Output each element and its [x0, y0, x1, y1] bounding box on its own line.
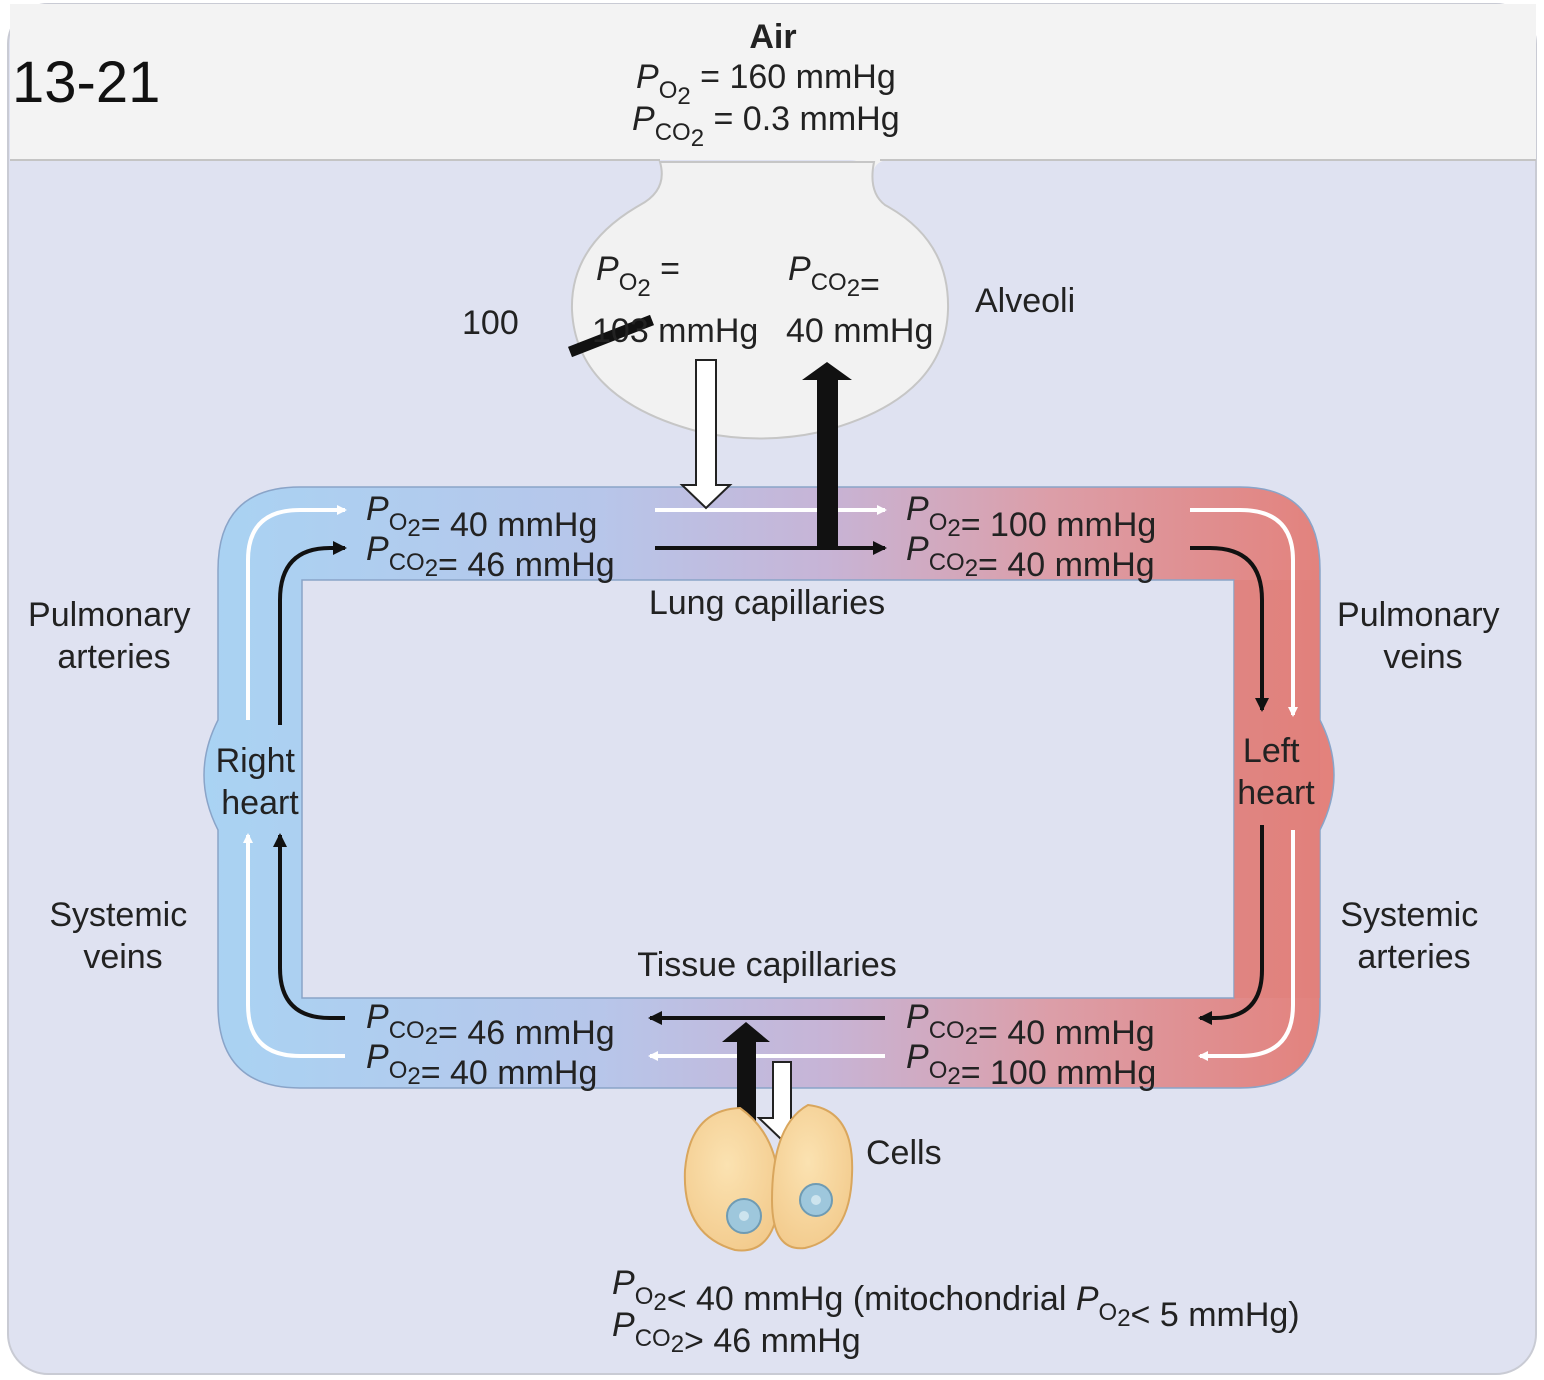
cells-illustration [683, 1103, 854, 1252]
black-flow-top-left [278, 541, 347, 725]
black-flow-top-right [1190, 546, 1269, 712]
pulmonary-arteries-label: Pulmonary arteries [28, 596, 200, 676]
lung-venous-po2: PO2= 40 mmHg [366, 490, 597, 544]
cells-po2: PO2< 40 mmHg (mitochondrial PO2< 5 mmHg) [612, 1264, 1300, 1334]
pulmonary-veins-label: Pulmonary veins [1337, 596, 1509, 676]
alveolar-diffusion-arrows [679, 359, 852, 548]
tissue-venous-pco2: PCO2= 46 mmHg [366, 998, 615, 1052]
white-flow-top-left [246, 505, 347, 720]
black-flow-bottom-right [1198, 825, 1264, 1025]
tissue-arterial-po2: PO2= 100 mmHg [906, 1038, 1156, 1092]
tissue-venous-po2: PO2= 40 mmHg [366, 1038, 597, 1092]
right-heart-label: Right heart [216, 742, 305, 822]
co2-into-blood-arrow [722, 1022, 770, 1140]
white-flow-bottom-left [243, 833, 345, 1058]
tissue-arterial-pco2: PCO2= 40 mmHg [906, 998, 1155, 1052]
correction-strike [568, 314, 654, 358]
lung-venous-pco2: PCO2= 46 mmHg [366, 530, 615, 584]
left-heart-label: Left heart [1237, 732, 1315, 812]
alveolar-po2-value: 103 mmHg [592, 312, 758, 350]
alveolus [570, 161, 950, 440]
air-pco2: PCO2 = 0.3 mmHg [632, 100, 900, 152]
alveolar-pco2-value: 40 mmHg [786, 312, 933, 350]
co2-out-of-blood-arrow [802, 362, 852, 548]
o2-into-blood-arrow [679, 359, 733, 510]
figure-number: 13-21 [12, 50, 160, 115]
flow-lines [243, 505, 1298, 1061]
cells-pco2: PCO2> 46 mmHg [612, 1306, 861, 1360]
alveolar-pco2-symbol: PCO2= [788, 250, 880, 304]
systemic-arteries-label: Systemic arteries [1340, 896, 1487, 976]
alveolar-po2-symbol: PO2 = [596, 250, 680, 302]
alveolar-po2-correction: 100 [462, 304, 519, 342]
lung-capillaries-label: Lung capillaries [649, 584, 885, 622]
air-title: Air [749, 18, 796, 56]
black-flow-bottom-left [273, 833, 345, 1020]
alveoli-label: Alveoli [975, 282, 1075, 320]
systemic-veins-label: Systemic veins [49, 896, 196, 976]
air-po2: PO2 = 160 mmHg [636, 58, 896, 110]
white-flow-bottom-right [1198, 830, 1295, 1061]
lung-arterial-pco2: PCO2= 40 mmHg [906, 530, 1155, 584]
white-flow-top-right [1190, 508, 1298, 717]
tissue-capillaries-label: Tissue capillaries [637, 946, 897, 984]
lung-arterial-po2: PO2= 100 mmHg [906, 490, 1156, 544]
cells-label: Cells [866, 1134, 942, 1172]
